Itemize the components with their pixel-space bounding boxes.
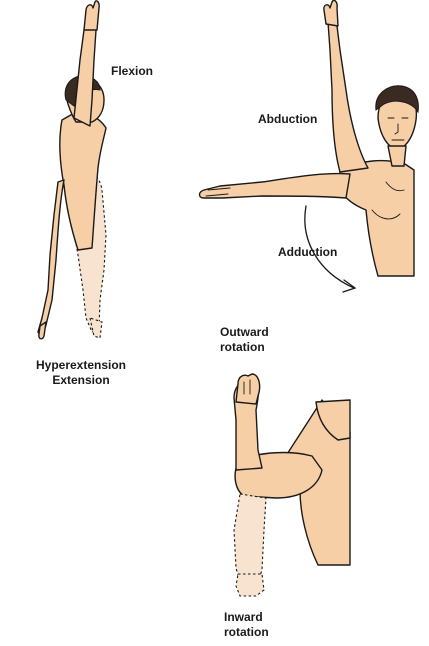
label-inward-rotation: Inward rotation (224, 610, 269, 640)
ghost-hand-dots (90, 318, 102, 338)
raised-hand-abduction (324, 0, 338, 26)
ghost-hand-inward (236, 574, 264, 596)
label-outward-line-1: Outward (220, 325, 269, 340)
neck-front (388, 146, 406, 166)
label-inward-line-2: rotation (224, 625, 269, 640)
label-outward-line-2: rotation (220, 340, 269, 355)
raised-hand (84, 1, 99, 30)
label-flexion: Flexion (111, 64, 153, 79)
label-extension-line: Extension (22, 373, 140, 388)
label-inward-line-1: Inward (224, 610, 269, 625)
arm-hyperextension (38, 180, 64, 334)
rotation-figure (234, 374, 350, 596)
label-outward-rotation: Outward rotation (220, 325, 269, 355)
label-hyperextension: Hyperextension Extension (22, 358, 140, 388)
flexion-extension-figure (38, 1, 106, 339)
torso-front (340, 161, 414, 276)
ghost-forearm-inward (234, 494, 266, 582)
raised-arm-abduction (328, 13, 368, 172)
label-hyperextension-line: Hyperextension (22, 358, 140, 373)
label-adduction: Adduction (278, 245, 337, 260)
label-abduction: Abduction (258, 112, 317, 127)
hand-raised (236, 374, 260, 404)
